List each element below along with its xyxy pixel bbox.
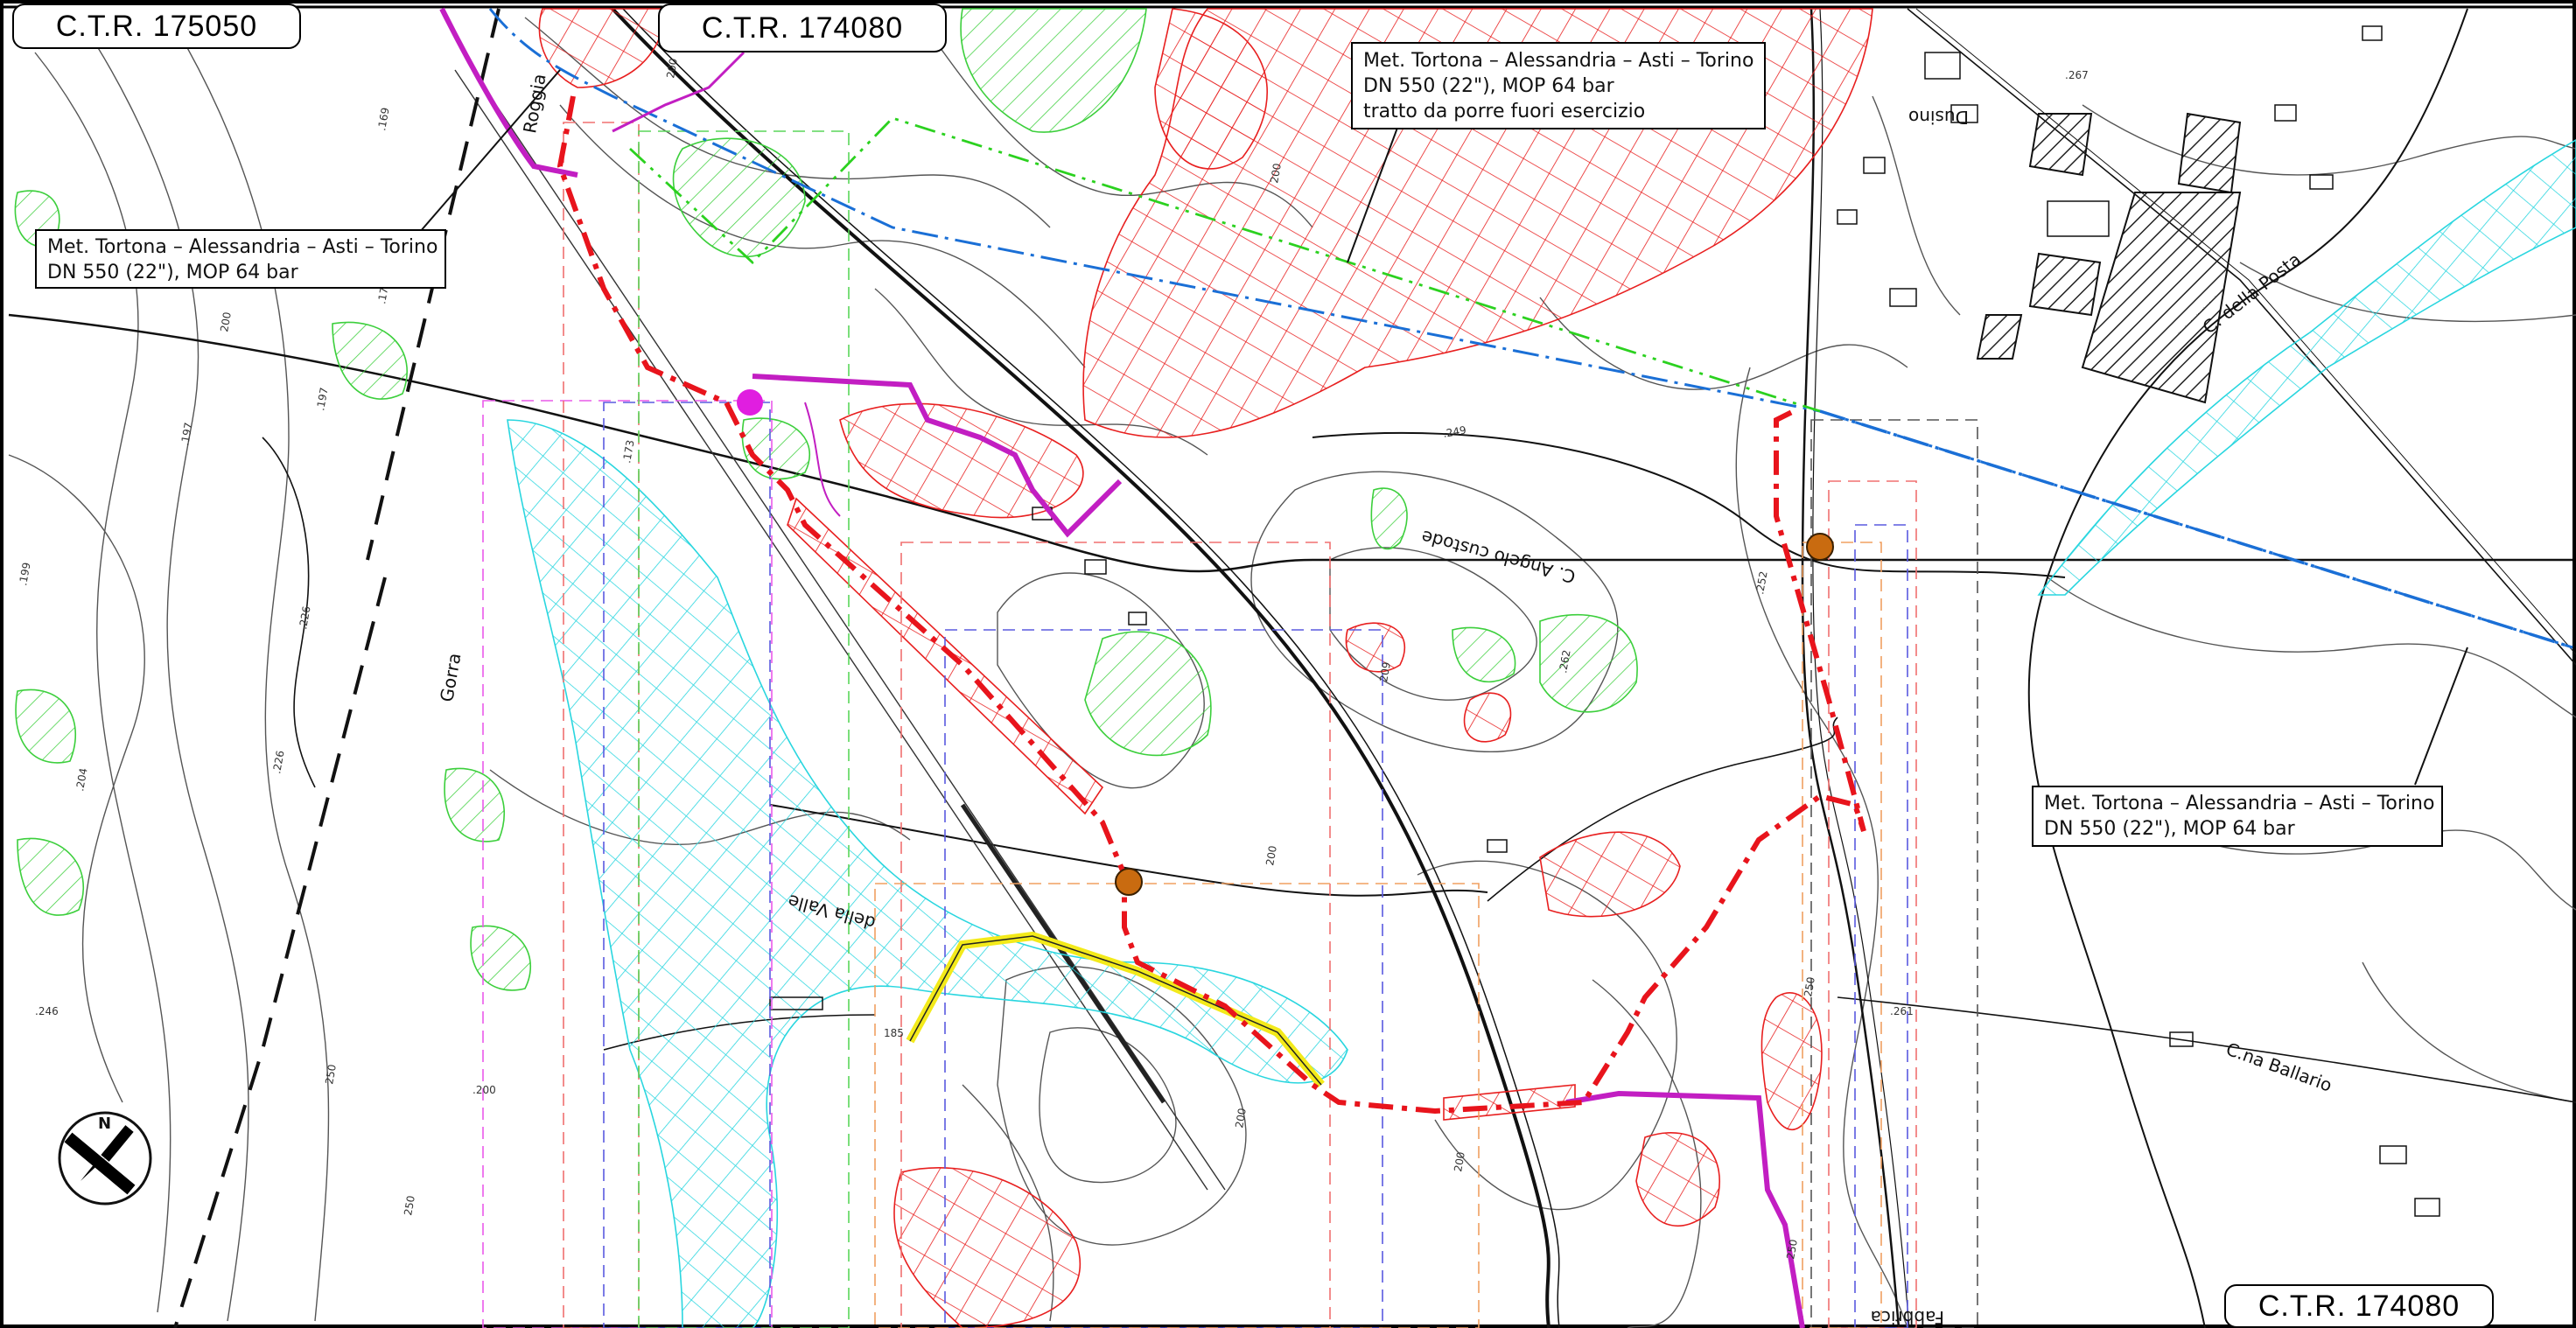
callout-line: Met. Tortona – Alessandria – Asti – Tori… (47, 236, 438, 258)
svg-text:250: 250 (323, 1064, 339, 1086)
svg-text:.173: .173 (620, 439, 636, 465)
existing-pipeline-blue-east (1819, 409, 2573, 649)
svg-text:.169: .169 (375, 107, 391, 132)
callout-line: tratto da porre fuori esercizio (1363, 101, 1646, 122)
svg-text:.249: .249 (1442, 424, 1467, 440)
place-fabbrica: Fabbrica (1870, 1307, 1944, 1328)
svg-text:200: 200 (1452, 1151, 1467, 1173)
callout-line: DN 550 (22"), MOP 64 bar (2044, 818, 2295, 840)
svg-text:200: 200 (1264, 845, 1279, 867)
callout-line: DN 550 (22"), MOP 64 bar (47, 262, 298, 283)
svg-text:200: 200 (218, 311, 234, 333)
callout-line: Met. Tortona – Alessandria – Asti – Tori… (2044, 793, 2435, 814)
svg-text:.246: .246 (35, 1005, 59, 1017)
callout-pipeline-top: Met. Tortona – Alessandria – Asti – Tori… (1351, 42, 1766, 129)
new-pipeline-route (556, 95, 1866, 1115)
svg-text:.267: .267 (2065, 69, 2089, 81)
sheet-label-text: C.T.R. 175050 (55, 9, 258, 43)
svg-text:.197: .197 (178, 422, 194, 447)
svg-text:250: 250 (402, 1195, 417, 1217)
callout-line: Met. Tortona – Alessandria – Asti – Tori… (1363, 50, 1754, 72)
sheet-label-top-left: C.T.R. 175050 (12, 3, 301, 49)
callout-leaders (419, 69, 2468, 786)
valve-point-east (1806, 533, 1834, 561)
sheet-label-bottom-right: C.T.R. 174080 (2224, 1284, 2494, 1328)
sheet-label-top-center: C.T.R. 174080 (658, 3, 947, 52)
elevation-marks: .169 .171 .197 .197 .199 .226 .226 .204 … (17, 58, 2089, 1261)
river-areas (507, 139, 2576, 1328)
svg-text:.204: .204 (74, 767, 89, 793)
svg-text:200: 200 (1233, 1108, 1249, 1129)
svg-text:.226: .226 (297, 605, 312, 631)
existing-pipeline-blue (488, 8, 2573, 649)
svg-text:.261: .261 (1890, 1005, 1914, 1017)
svg-text:185: 185 (884, 1027, 904, 1039)
callout-pipeline-left: Met. Tortona – Alessandria – Asti – Tori… (35, 229, 446, 289)
valve-point-south (1115, 868, 1143, 896)
svg-text:200: 200 (1268, 163, 1284, 185)
svg-text:.226: .226 (270, 750, 286, 775)
yellow-route-outline (909, 935, 1322, 1086)
svg-text:.200: .200 (472, 1084, 496, 1096)
svg-text:.262: .262 (1557, 649, 1572, 674)
magenta-route (439, 7, 1805, 1328)
roads (8, 7, 2576, 1328)
north-arrow-label: N (98, 1115, 112, 1133)
svg-text:200: 200 (664, 58, 680, 80)
sheet-label-text: C.T.R. 174080 (701, 10, 904, 45)
svg-text:250: 250 (1802, 976, 1817, 998)
north-arrow-graphic (58, 1111, 152, 1206)
svg-text:.252: .252 (1754, 570, 1769, 596)
svg-text:.197: .197 (314, 387, 330, 412)
magenta-point (737, 389, 763, 416)
callout-line: DN 550 (22"), MOP 64 bar (1363, 75, 1614, 97)
sheet-label-text: C.T.R. 174080 (2258, 1289, 2460, 1323)
industrial-buildings (1976, 112, 2242, 404)
callout-pipeline-right: Met. Tortona – Alessandria – Asti – Tori… (2032, 786, 2443, 847)
svg-text:.199: .199 (17, 562, 32, 587)
svg-text:209: 209 (1377, 661, 1393, 683)
svg-text:250: 250 (1784, 1239, 1800, 1261)
work-corridors (482, 122, 1978, 1328)
place-dusino: Dusino (1908, 107, 1969, 128)
